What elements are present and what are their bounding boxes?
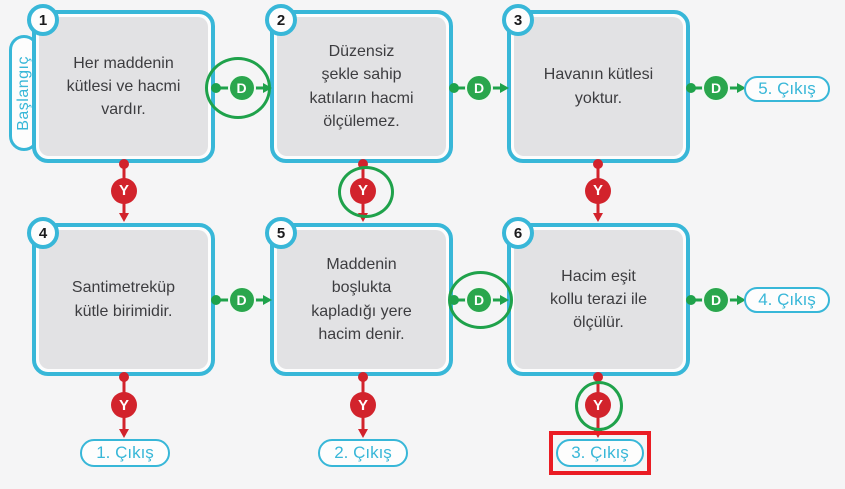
box-number-badge: 1 <box>27 4 59 36</box>
connector-dot <box>593 372 603 382</box>
box-number-badge: 3 <box>502 4 534 36</box>
connector-dot <box>686 83 696 93</box>
start-label: Başlangıç <box>15 55 32 131</box>
true-badge: D <box>465 74 493 102</box>
box-body: Hacim eşit kollu terazi ile ölçülür. <box>514 230 683 369</box>
false-badge: Y <box>350 392 376 418</box>
false-connector-box6-exit3: Y <box>583 372 613 438</box>
false-connector-box4-exit1: Y <box>109 372 139 438</box>
connector-dot <box>686 295 696 305</box>
arrow-right-icon <box>737 295 746 305</box>
arrow-right-icon <box>263 83 272 93</box>
box-number-badge: 4 <box>27 217 59 249</box>
false-connector-box3-box6: Y <box>583 159 613 222</box>
arrow-down-icon <box>119 429 129 438</box>
true-badge: D <box>702 74 730 102</box>
statement-text: Her maddenin kütlesi ve hacmi vardır. <box>66 54 181 119</box>
flowchart-box-6: 6 Hacim eşit kollu terazi ile ölçülür. <box>502 217 690 376</box>
exit-pill-1: 1. Çıkış <box>80 439 170 467</box>
connector-dot <box>358 372 368 382</box>
exit-pill-3: 3. Çıkış <box>556 439 644 467</box>
exit-pill-4: 4. Çıkış <box>744 287 830 313</box>
arrow-right-icon <box>500 295 509 305</box>
true-connector-box1-box2: D <box>211 73 272 103</box>
arrow-right-icon <box>500 83 509 93</box>
flowchart-box-5: 5 Maddenin boşlukta kapladığı yere hacim… <box>265 217 453 376</box>
arrow-down-icon <box>358 429 368 438</box>
connector-dot <box>449 83 459 93</box>
statement-text: Hacim eşit kollu terazi ile ölçülür. <box>550 267 647 332</box>
connector-dot <box>211 295 221 305</box>
false-connector-box1-box4: Y <box>109 159 139 222</box>
exit-label: 1. Çıkış <box>96 443 154 462</box>
box-body: Maddenin boşlukta kapladığı yere hacim d… <box>277 230 446 369</box>
exit-label: 3. Çıkış <box>571 443 629 462</box>
statement-text: Santimetreküp kütle birimidir. <box>71 279 176 320</box>
true-connector-box4-box5: D <box>211 285 272 315</box>
box-body: Düzensiz şekle sahip katıların hacmi ölç… <box>277 17 446 156</box>
true-connector-box3-exit5: D <box>686 73 746 103</box>
box-body: Havanın kütlesi yoktur. <box>514 17 683 156</box>
false-badge: Y <box>585 392 611 418</box>
connector-dot <box>593 159 603 169</box>
false-connector-box5-exit2: Y <box>348 372 378 438</box>
box-body: Her maddenin kütlesi ve hacmi vardır. <box>39 17 208 156</box>
exit-pill-5: 5. Çıkış <box>744 76 830 102</box>
box-number-badge: 2 <box>265 4 297 36</box>
false-connector-box2-box5: Y <box>348 159 378 222</box>
flowchart-box-4: 4 Santimetreküp kütle birimidir. <box>27 217 215 376</box>
arrow-down-icon <box>119 213 129 222</box>
flowchart-box-1: 1 Her maddenin kütlesi ve hacmi vardır. <box>27 4 215 163</box>
true-badge: D <box>702 286 730 314</box>
statement-text: Maddenin boşlukta kapladığı yere hacim d… <box>311 256 412 343</box>
arrow-down-icon <box>358 213 368 222</box>
box-number-badge: 5 <box>265 217 297 249</box>
flowchart-box-2: 2 Düzensiz şekle sahip katıların hacmi ö… <box>265 4 453 163</box>
connector-dot <box>449 295 459 305</box>
statement-text: Düzensiz şekle sahip katıların hacmi ölç… <box>309 43 414 130</box>
exit-label: 2. Çıkış <box>334 443 392 462</box>
exit-label: 4. Çıkış <box>758 290 816 309</box>
arrow-right-icon <box>263 295 272 305</box>
true-connector-box5-box6: D <box>449 285 509 315</box>
arrow-down-icon <box>593 213 603 222</box>
statement-text: Havanın kütlesi yoktur. <box>543 66 654 107</box>
connector-dot <box>211 83 221 93</box>
exit-label: 5. Çıkış <box>758 79 816 98</box>
false-badge: Y <box>111 177 137 204</box>
true-connector-box6-exit4: D <box>686 285 746 315</box>
box-body: Santimetreküp kütle birimidir. <box>39 230 208 369</box>
connector-dot <box>358 159 368 169</box>
false-badge: Y <box>585 177 611 204</box>
true-badge: D <box>465 286 493 314</box>
true-badge: D <box>227 286 256 314</box>
exit-pill-2: 2. Çıkış <box>318 439 408 467</box>
arrow-down-icon <box>593 429 603 438</box>
connector-dot <box>119 159 129 169</box>
false-badge: Y <box>350 177 376 204</box>
true-badge: D <box>227 74 256 102</box>
flowchart-box-3: 3 Havanın kütlesi yoktur. <box>502 4 690 163</box>
false-badge: Y <box>111 392 137 418</box>
box-number-badge: 6 <box>502 217 534 249</box>
arrow-right-icon <box>737 83 746 93</box>
true-connector-box2-box3: D <box>449 73 509 103</box>
connector-dot <box>119 372 129 382</box>
